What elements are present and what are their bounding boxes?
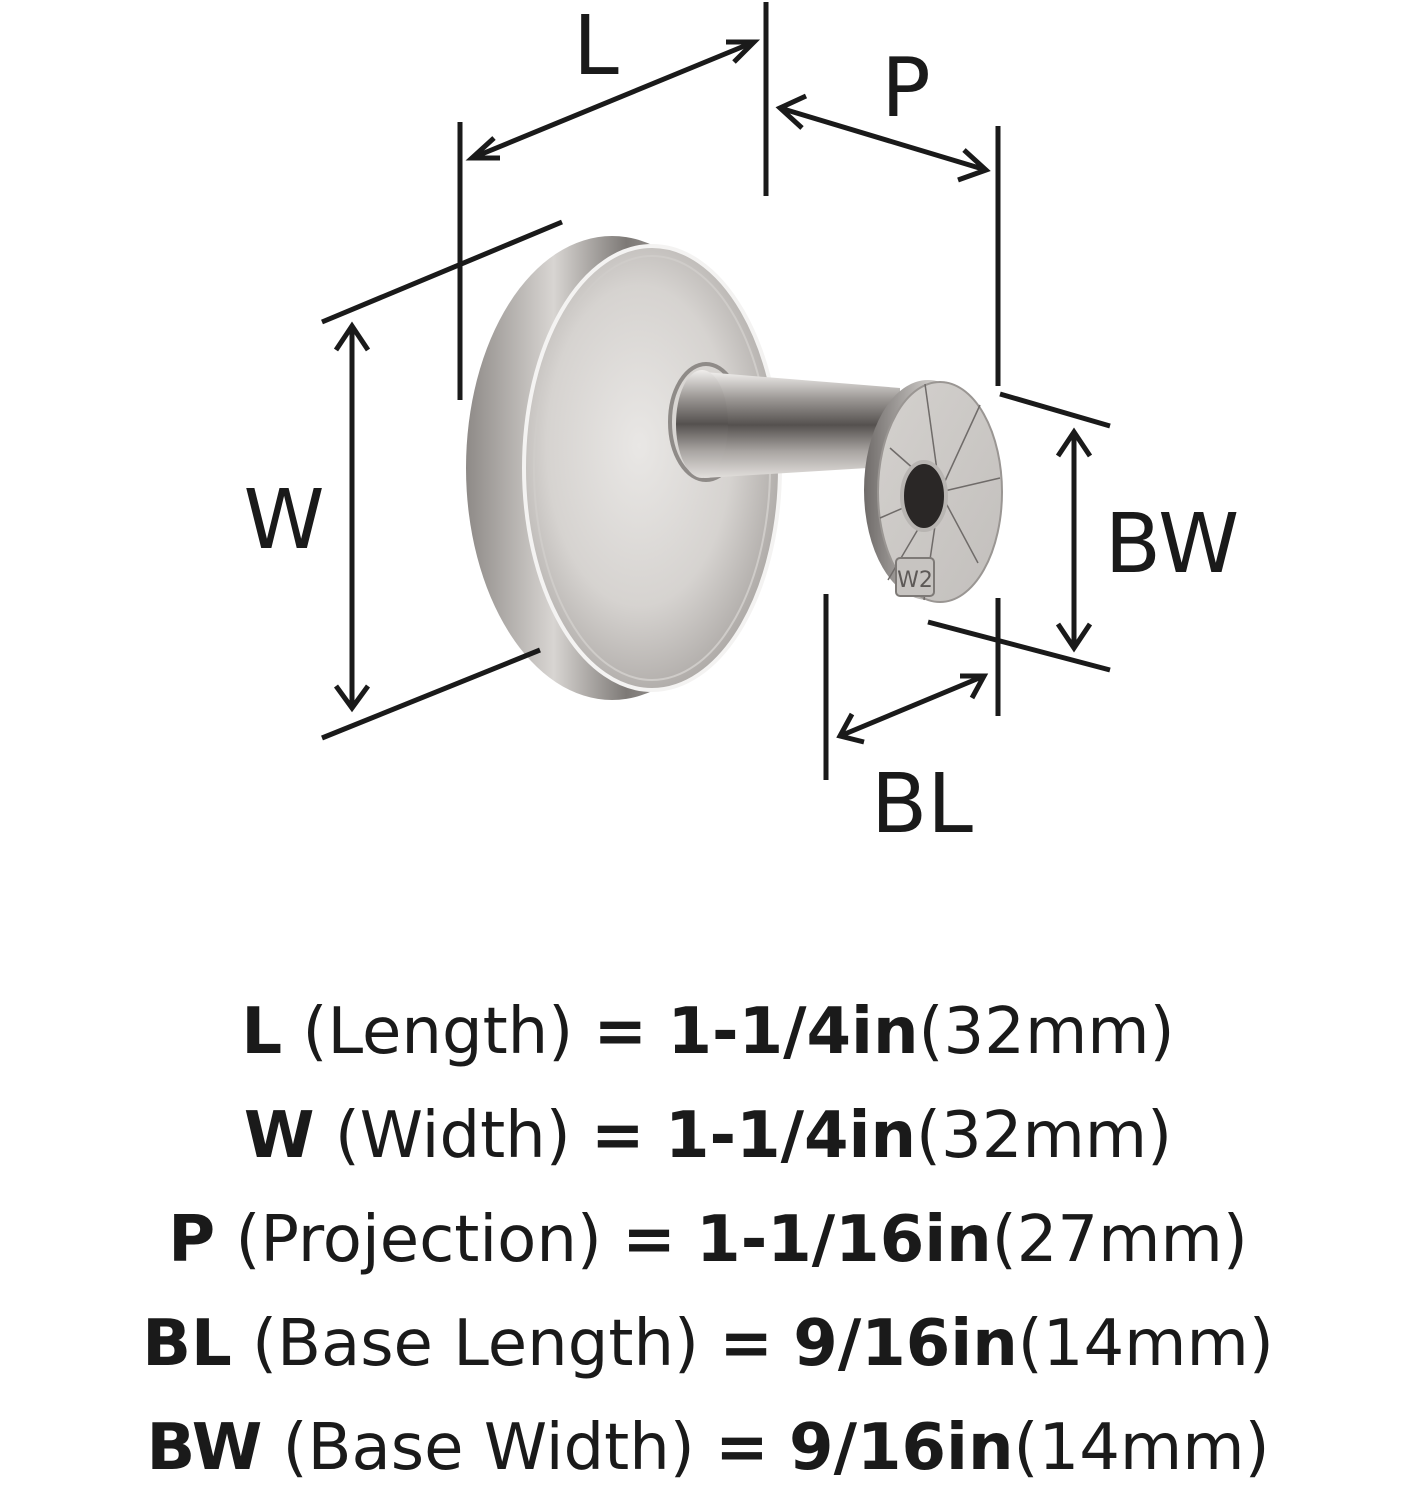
spec-metric: (14mm) xyxy=(1013,1411,1270,1485)
spec-name: (Base Width) xyxy=(282,1411,695,1485)
spec-row-base-length: BL (Base Length) = 9/16in(14mm) xyxy=(0,1292,1416,1396)
specification-list: L (Length) = 1-1/4in(32mm) W (Width) = 1… xyxy=(0,980,1416,1500)
spec-imperial: 9/16in xyxy=(789,1411,1014,1485)
spec-row-projection: P (Projection) = 1-1/16in(27mm) xyxy=(0,1188,1416,1292)
dimension-diagram: W2 L P W BW BL xyxy=(243,0,1239,852)
spec-key: L xyxy=(241,995,283,1069)
hook-marking: W2 xyxy=(897,568,933,593)
spec-name: (Projection) xyxy=(235,1203,602,1277)
label-bw: BW xyxy=(1105,497,1239,592)
spec-key: W xyxy=(243,1099,315,1173)
spec-imperial: 9/16in xyxy=(793,1307,1018,1381)
spec-equals: = xyxy=(593,995,648,1069)
spec-imperial: 1-1/4in xyxy=(667,995,919,1069)
dimension-lines xyxy=(321,2,1111,780)
spec-metric: (32mm) xyxy=(918,995,1175,1069)
end-cap: W2 xyxy=(864,380,1003,603)
spec-equals: = xyxy=(591,1099,645,1173)
spec-key: BL xyxy=(142,1307,232,1381)
spec-equals: = xyxy=(719,1307,773,1381)
spec-imperial: 1-1/16in xyxy=(696,1203,992,1277)
spec-metric: (32mm) xyxy=(916,1099,1173,1173)
spec-name: (Width) xyxy=(334,1099,571,1173)
spec-name: (Length) xyxy=(302,995,574,1069)
spec-row-width: W (Width) = 1-1/4in(32mm) xyxy=(0,1084,1416,1188)
spec-name: (Base Length) xyxy=(252,1307,699,1381)
spec-imperial: 1-1/4in xyxy=(665,1099,917,1173)
spec-row-base-width: BW (Base Width) = 9/16in(14mm) xyxy=(0,1396,1416,1500)
label-p: P xyxy=(881,41,930,136)
post xyxy=(668,362,900,482)
label-w: W xyxy=(243,473,324,568)
spec-row-length: L (Length) = 1-1/4in(32mm) xyxy=(0,980,1416,1084)
spec-equals: = xyxy=(715,1411,769,1485)
label-bl: BL xyxy=(871,757,973,852)
spec-key: BW xyxy=(146,1411,263,1485)
spec-equals: = xyxy=(622,1203,676,1277)
label-l: L xyxy=(573,0,619,94)
spec-metric: (27mm) xyxy=(991,1203,1248,1277)
spec-key: P xyxy=(168,1203,216,1277)
spec-metric: (14mm) xyxy=(1017,1307,1274,1381)
